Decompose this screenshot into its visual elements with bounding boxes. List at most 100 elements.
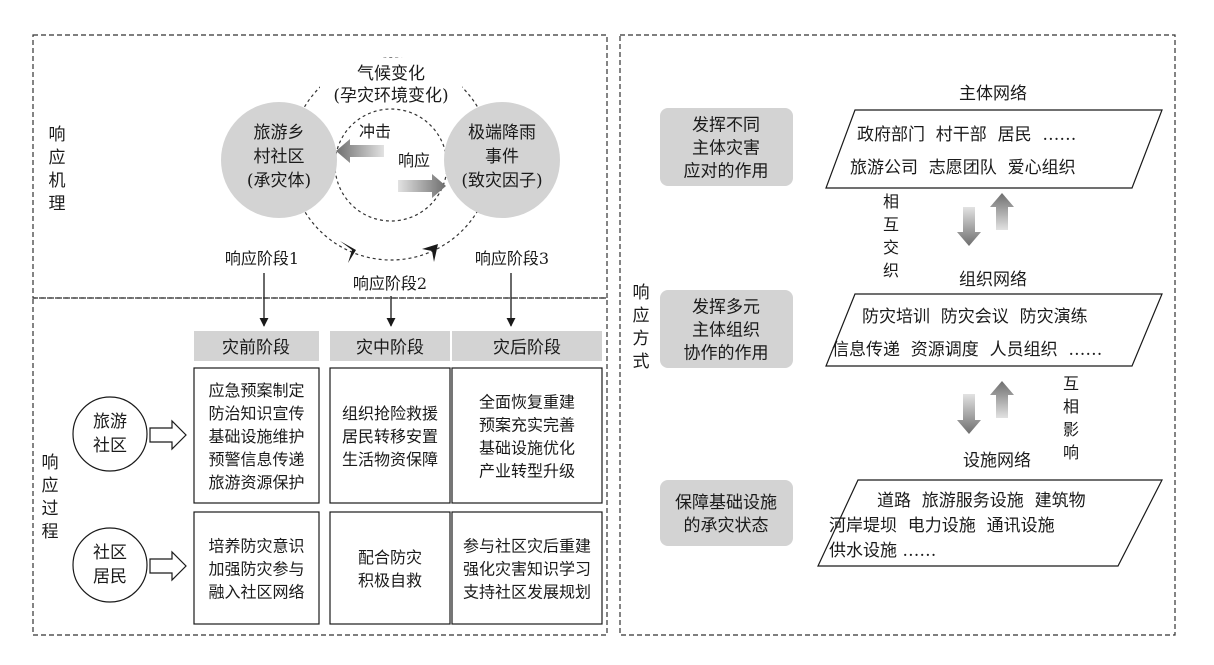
hollow-right-arrow-icon [149,419,187,451]
facility-network-title: 设施网络 [963,451,1031,471]
residents-pre-cell [193,511,320,625]
text-line: 发挥不同 [692,115,760,135]
response-arrow-icon [398,174,446,198]
text-line: 协作的作用 [684,343,769,363]
text-line: 强化灾害知识学习 [463,559,591,578]
arrow-down-icon [957,394,981,434]
text-line: 主体组织 [692,320,760,340]
rain-circle-line3: (致灾因子) [461,171,542,191]
arrow-up-icon [990,381,1014,418]
mechanism-side-char: 应 [49,148,66,168]
community-circle [221,102,337,218]
text-line: 基础设施维护 [208,427,304,446]
method-side-char: 应 [633,306,650,326]
community-circle-line3: (承灾体) [247,171,311,191]
text-line: 融入社区网络 [208,582,304,601]
text-line: 支持社区发展规划 [463,582,591,601]
subject-role-box [660,108,793,186]
community-circle-line1: 旅游乡 [254,123,305,143]
subject-network-items: 政府部门 村干部 居民 …… 旅游公司 志愿团队 爱心组织 [850,125,1076,178]
subject-network-title: 主体网络 [959,84,1027,104]
text-line: 防治知识宣传 [208,404,304,423]
mechanism-side-char: 响 [49,125,66,145]
method-side-char: 方 [633,329,650,349]
residents-post-cell [451,511,603,625]
text-line: 培养防灾意识 [208,536,304,555]
tourism-community-actor [72,396,148,472]
text-line: 预案充实完善 [479,415,575,434]
process-side-label: 响 应 过 程 [42,453,59,542]
stage3-label: 响应阶段3 [475,249,549,268]
arrow-down-icon [957,207,981,246]
network-item-line: 供水设施 …… [829,541,936,561]
influence-label: 互 相 影 响 [1063,374,1079,462]
network-item-line: 防灾培训 防灾会议 防灾演练 [862,307,1088,327]
mechanism-side-label: 响 应 机 理 [49,125,66,214]
phase-header-post-label: 灾后阶段 [493,338,561,358]
influence-char: 影 [1063,420,1079,439]
chevron-arrow-icon [340,241,356,263]
facility-network-box [817,479,1163,567]
interweave-char: 交 [883,238,899,257]
mechanism-side-char: 理 [49,194,66,214]
method-side-char: 响 [633,283,650,303]
facility-role-box [660,480,793,546]
network-item-line: 旅游公司 志愿团队 爱心组织 [850,158,1076,178]
text-line: 保障基础设施 [675,493,777,513]
text-line: 预警信息传递 [208,450,304,469]
org-network-title: 组织网络 [959,270,1027,290]
phase-header-pre [194,331,319,361]
influence-char: 相 [1063,397,1079,416]
phase-header-during [330,331,450,361]
tourism-community-actor-line2: 社区 [93,436,127,456]
text-line: 组织抢险救援 [342,404,438,423]
text-line: 产业转型升级 [479,461,575,480]
text-line: 基础设施优化 [479,438,575,457]
text-line: 参与社区灾后重建 [463,536,591,555]
text-line: 生活物资保障 [342,450,438,469]
stage2-label: 响应阶段2 [353,274,427,293]
climate-change-label: 气候变化 [357,64,425,84]
climate-label-bg [320,58,462,108]
text-line: 主体灾害 [692,138,760,158]
influence-char: 互 [1063,374,1079,393]
text-line: 加强防灾参与 [208,559,304,578]
rain-event-circle [444,102,560,218]
text-line: 旅游资源保护 [208,473,304,492]
interweave-char: 相 [883,192,899,211]
tourism-community-actor-line1: 旅游 [93,412,127,432]
method-panel [619,34,1176,636]
stage1-label: 响应阶段1 [225,249,299,268]
network-item-line: 政府部门 村干部 居民 …… [857,125,1076,145]
influence-char: 响 [1063,443,1079,462]
subject-network-box [825,109,1163,189]
impact-label: 冲击 [359,122,391,141]
method-side-char: 式 [633,352,650,372]
text-line: 应急预案制定 [208,381,304,400]
text-line: 居民转移安置 [342,427,438,446]
process-side-char: 应 [42,476,59,496]
phase-header-post [452,331,602,361]
text-line: 发挥多元 [692,297,760,317]
org-network-box [825,293,1163,367]
phase-header-during-label: 灾中阶段 [356,338,424,358]
mechanism-panel [32,34,608,299]
rain-circle-line2: 事件 [485,147,519,167]
network-item-line: 道路 旅游服务设施 建筑物 [877,491,1086,511]
residents-during-cell [329,511,451,625]
text-line: 积极自救 [358,571,422,590]
text-line: 应对的作用 [684,161,769,181]
